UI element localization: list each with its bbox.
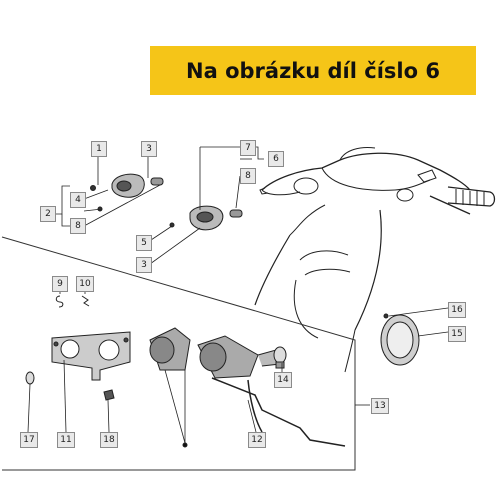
callout-4: 4: [70, 192, 86, 208]
upper-left-lamp: [90, 173, 164, 212]
callout-2: 2: [40, 206, 56, 222]
callout-18: 18: [100, 432, 118, 448]
small-nut: [103, 389, 115, 401]
callout-9: 9: [52, 276, 68, 292]
callout-7: 7: [240, 140, 256, 156]
callout-8: 8: [70, 218, 86, 234]
callout-15: 15: [448, 326, 466, 342]
callout-16: 16: [448, 302, 466, 318]
callout-8-right: 8: [240, 168, 256, 184]
small-cap: [25, 371, 35, 385]
callout-3-lower: 3: [136, 257, 152, 273]
title-banner: Na obrázku díl číslo 6: [150, 46, 476, 95]
round-lens: [380, 313, 420, 366]
callout-12: 12: [248, 432, 266, 448]
spring-clip: [55, 295, 64, 308]
banner-title: Na obrázku díl číslo 6: [186, 58, 440, 83]
callout-1: 1: [91, 141, 107, 157]
callout-11: 11: [57, 432, 75, 448]
callout-10: 10: [76, 276, 94, 292]
callout-5: 5: [136, 235, 152, 251]
callout-17: 17: [20, 432, 38, 448]
callout-6: 6: [268, 151, 284, 167]
small-clip: [81, 295, 90, 307]
upper-right-lamp: [169, 205, 243, 231]
callout-14: 14: [274, 372, 292, 388]
scooter-front-outline: [254, 147, 496, 373]
callout-13: 13: [371, 398, 389, 414]
callout-3: 3: [141, 141, 157, 157]
bulb-part: [273, 346, 287, 369]
headlight-bracket: [51, 331, 131, 381]
headlight-pair: [149, 327, 346, 448]
